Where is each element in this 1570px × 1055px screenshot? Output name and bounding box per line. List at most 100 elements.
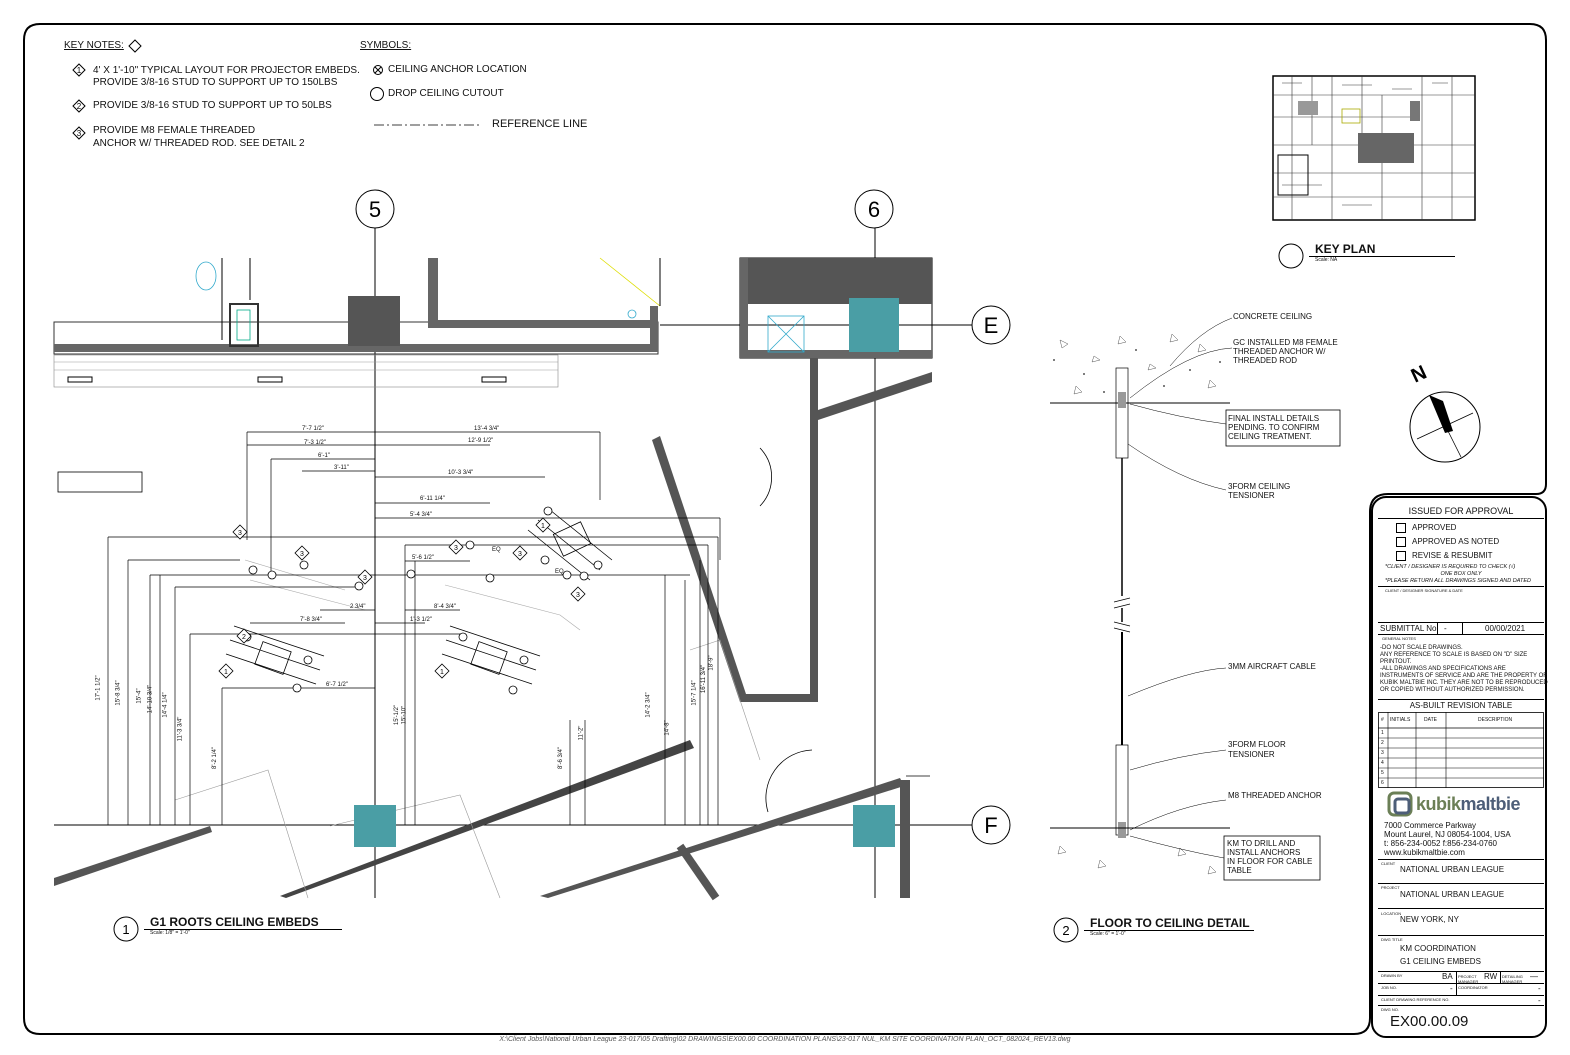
dim-text-vertical: 15'-7 1/4" [691,680,698,706]
dim-text: 10'-3 3/4" [448,470,474,476]
submittal-label: SUBMITTAL No. [1380,624,1439,633]
check-approved-label: APPROVED [1412,523,1457,533]
rev-row-num: 2 [1381,740,1384,746]
check-approved-as-noted-label: APPROVED AS NOTED [1412,537,1500,547]
client-ref-label: CLIENT DRAWING REFERENCE NO. [1381,997,1450,1002]
callout-concrete-ceiling: CONCRETE CEILING [1233,312,1313,321]
tb-divider [1378,1005,1544,1006]
grid-e-label: E [984,313,999,338]
kubik-maltbie-logo-icon [1387,791,1413,817]
logo-text: kubikmaltbie [1416,794,1521,815]
key-plan-bubble [1278,243,1304,269]
grid-f-label: F [984,813,997,838]
note-3-num: 3 [77,129,82,138]
north-label: N [1408,361,1430,387]
dim-text-vertical: 11'-2" [578,725,585,741]
signature-line: CLIENT / DESIGNER SIGNATURE & DATE [1385,588,1463,593]
rev-header-description: DESCRIPTION [1478,717,1513,723]
svg-text:3: 3 [300,551,304,558]
check-note-2: ONE BOX ONLY [1440,571,1482,577]
submittal-cell-border [1462,622,1463,634]
dm-label: DETAILING MANAGER [1502,974,1523,984]
dim-text: 12'-9 1/2" [468,438,494,444]
check-approved-as-noted[interactable]: APPROVED AS NOTED [1396,537,1499,547]
dim-text-vertical: 17'-1 1/2" [95,675,102,701]
dim-text: 5'-6 1/2" [412,555,434,561]
logo-maltbie: maltbie [1460,794,1521,814]
client-name: NATIONAL URBAN LEAGUE [1400,865,1505,874]
svg-text:1: 1 [541,523,545,530]
pm: RW [1484,972,1498,981]
check-revise-label: REVISE & RESUBMIT [1412,551,1493,561]
checkbox-approved[interactable] [1396,523,1406,533]
svg-text:3: 3 [363,575,367,582]
grid-bubble-5: 5 [355,189,395,229]
note-1-num: 1 [77,66,82,75]
floor-to-ceiling-detail [1050,317,1341,881]
checkbox-revise[interactable] [1396,551,1406,561]
check-revise[interactable]: REVISE & RESUBMIT [1396,551,1492,561]
dim-text-vertical: 15'-4" [136,688,143,704]
note-3-line-1: PROVIDE M8 FEMALE THREADED [93,125,256,136]
tb-divider [1378,995,1544,996]
dwg-no-label: DWG NO. [1381,1007,1399,1012]
dim-text: EQ [555,569,564,575]
dim-text-vertical: 18'-9" [708,655,715,671]
detail-2-underline [1084,930,1254,931]
grid-bubble-6: 6 [854,189,894,229]
tb-divider [1378,908,1544,909]
dim-text: 5'-4 3/4" [410,512,432,518]
revision-table [1378,712,1544,788]
general-note: PRINTOUT. [1380,659,1412,665]
detail-2-bubble: 2 [1053,917,1079,943]
dwg-title-2: G1 CEILING EMBEDS [1400,957,1481,966]
symbol-ceiling-anchor-label: CEILING ANCHOR LOCATION [388,64,527,75]
rev-header-initials: INITIALS [1390,717,1411,723]
note-3-diamond-icon: 3 [72,126,86,140]
check-approved[interactable]: APPROVED [1396,523,1456,533]
dim-text-vertical: 15'-10" [401,705,408,725]
dim-text: 2 3/4" [350,604,366,610]
callout-ceiling-tensioner-1: 3FORM CEILING [1228,482,1291,491]
callout-pending-line-1: FINAL INSTALL DETAILS [1228,414,1320,423]
dim-text-vertical: 14'-2 3/4" [645,692,652,718]
grid-bubble-f: F [971,805,1011,845]
checkbox-approved-as-noted[interactable] [1396,537,1406,547]
general-note: -ALL DRAWINGS AND SPECIFICATIONS ARE [1380,666,1506,672]
dim-text: EQ [492,547,501,553]
submittal-no: - [1444,624,1447,633]
tb-divider [1378,586,1544,587]
ceiling-anchor-symbol-icon [373,65,383,75]
address-line: 7000 Commerce Parkway [1384,821,1477,830]
pm-label: PROJECT MANAGER [1458,974,1479,984]
note-2-num: 2 [77,102,82,111]
rev-row-num: 4 [1381,760,1384,766]
symbol-reference-line-label: REFERENCE LINE [492,118,588,130]
grid-bubble-e: E [971,305,1011,345]
symbol-drop-ceiling-label: DROP CEILING CUTOUT [388,88,504,99]
key-plan-thumbnail [1272,75,1476,221]
callout-floor-tensioner-2: TENSIONER [1228,750,1275,759]
rev-row-num: 5 [1381,770,1384,776]
tb-divider [1378,883,1544,884]
detail-2-scale: Scale: 6" = 1'-0" [1090,931,1126,937]
address-line: t: 856-234-0052 f:856-234-0760 [1384,839,1497,848]
dim-text-vertical: 15'-1/2" [394,704,401,726]
detail-2-title: FLOOR TO CEILING DETAIL [1090,916,1250,930]
rev-row-num: 3 [1381,750,1384,756]
key-plan-underline [1309,256,1455,257]
svg-text:1: 1 [440,669,444,676]
coord-label: COORDINATOR [1458,985,1488,990]
dim-text-vertical: 14'-4 1/4" [162,692,169,718]
rev-header-date: DATE [1424,717,1437,723]
callout-anchor-line-1: GC INSTALLED M8 FEMALE [1233,338,1338,347]
detail-2-num: 2 [1062,923,1069,938]
note-2-line-1: PROVIDE 3/8-16 STUD TO SUPPORT UP TO 50L… [93,100,332,111]
general-note: OR COPIED WITHOUT AUTHORIZED PERMISSION. [1380,687,1525,693]
dim-text: 7'-7 1/2" [302,426,324,432]
callout-km-drill-1: KM TO DRILL AND [1227,839,1296,848]
rev-row-num: 1 [1381,730,1384,736]
grid-5-label: 5 [369,197,381,222]
